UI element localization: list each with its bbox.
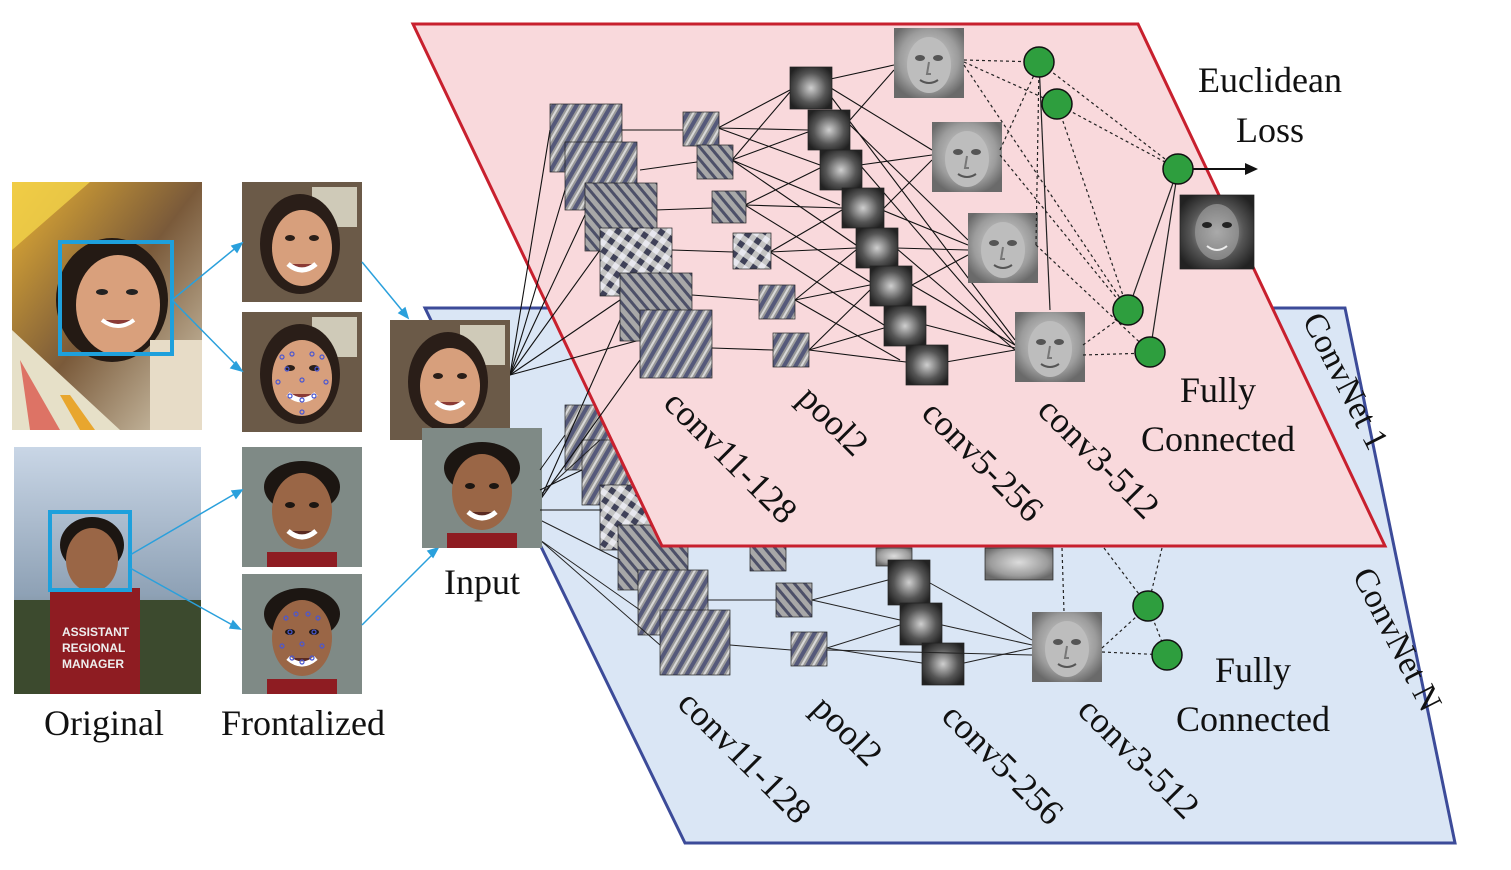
frontalization-arrows (129, 241, 440, 630)
face-box (48, 510, 132, 592)
frontalized-label: Frontalized (221, 703, 385, 743)
pool-patch (772, 332, 810, 368)
euclidean-label: Euclidean (1198, 60, 1342, 100)
convnet-1-layer-conv11 (549, 103, 713, 379)
face-feature-filter (883, 305, 927, 347)
shirt-print: MANAGER (62, 657, 124, 671)
convnet-1-fc-solid-links (1038, 61, 1179, 353)
mean-face-output (1179, 194, 1255, 270)
man-face-photo (422, 428, 542, 548)
woman-original-photo (12, 182, 202, 430)
output-arrow (1193, 163, 1258, 175)
input-stack: Input (390, 320, 542, 602)
face-box (58, 240, 174, 356)
convnet-1-fc-links (963, 59, 1179, 356)
convnet-1-fc-nodes (1023, 46, 1194, 368)
woman-face-photo (390, 320, 510, 440)
convnet-1-fc-label-line2: Connected (1141, 419, 1295, 459)
original-label: Original (44, 703, 164, 743)
man-original-photo: ASSISTANT REGIONAL MANAGER (14, 447, 201, 694)
gabor-filter-patch (639, 309, 713, 379)
face-feature-filter (905, 344, 949, 386)
original-photos: ASSISTANT REGIONAL MANAGER Original (12, 182, 202, 743)
fc-node (1151, 639, 1183, 671)
face-feature-filter (1014, 311, 1086, 383)
face-feature-filter (967, 212, 1039, 284)
convnet-n-layer-conv3 (984, 547, 1103, 683)
pool-patch (711, 190, 747, 224)
loss-label: Loss (1236, 110, 1304, 150)
face-feature-filter (841, 187, 885, 229)
convnet-n-fc-label-line2: Connected (1176, 699, 1330, 739)
convnet-n-layer-pool2 (749, 544, 828, 667)
fc-node (1134, 336, 1166, 368)
pool-patch (682, 111, 720, 147)
face-feature-filter (869, 265, 913, 307)
convnet-1-connections (509, 64, 1016, 501)
input-label: Input (444, 562, 520, 602)
convnet-n-fc-nodes (1132, 590, 1183, 671)
face-feature-filter (931, 121, 1003, 193)
frontalized-photos: Frontalized (221, 182, 385, 743)
shirt-print: REGIONAL (62, 641, 125, 655)
fc-node (1041, 88, 1073, 120)
face-feature-filter (807, 109, 851, 151)
convnet-1-fc-label-line1: Fully (1180, 370, 1256, 410)
convnet-n-layer-conv5 (875, 547, 965, 686)
fc-node (1132, 590, 1164, 622)
fc-node (1112, 294, 1144, 326)
face-feature-filter (855, 227, 899, 269)
convnet-1-layer-conv5 (789, 66, 949, 386)
pool-patch (732, 232, 772, 270)
convnet-n-fc-label-line1: Fully (1215, 650, 1291, 690)
convnet-n-connections (539, 439, 1033, 664)
pool-patch (696, 144, 734, 180)
convnet-1-layer-pool2 (682, 111, 810, 368)
face-feature-filter (893, 27, 965, 99)
face-feature-filter (819, 149, 863, 191)
convnet-1-panel: Euclidean Loss conv11-128 pool2 conv5-25… (410, 22, 1395, 548)
pool-patch (758, 284, 796, 320)
input-to-convnet-n (539, 434, 600, 511)
shirt-print: ASSISTANT (62, 625, 130, 639)
fc-node (1162, 153, 1194, 185)
fc-node (1023, 46, 1055, 78)
face-feature-filter (789, 66, 833, 110)
